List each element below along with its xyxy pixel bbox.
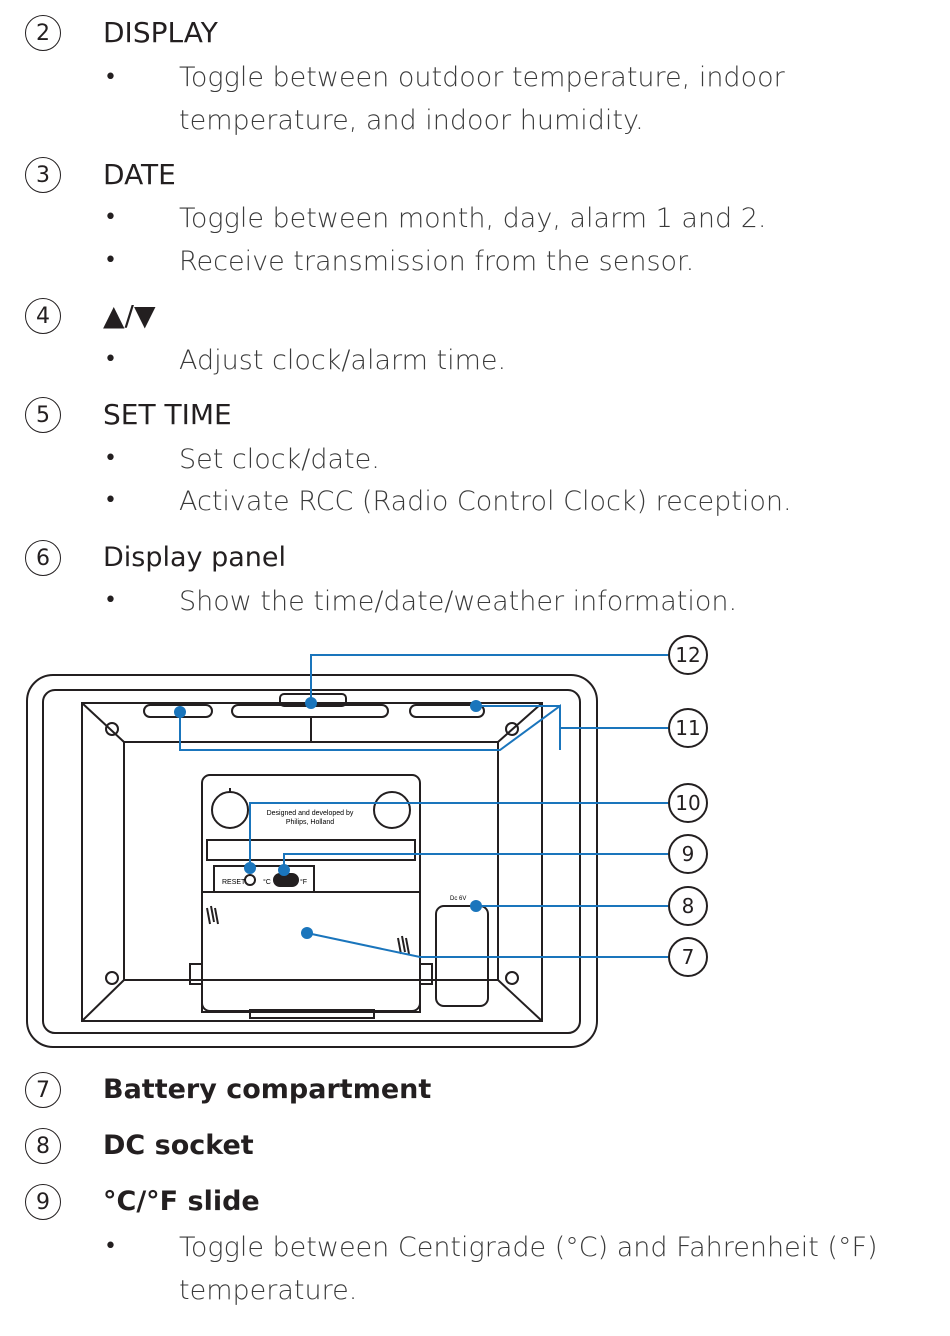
- bullet-text: Set clock/date.: [179, 444, 380, 475]
- bullet-mark: •: [104, 205, 117, 230]
- item-title: DISPLAY: [103, 16, 218, 49]
- bullet-text: Activate RCC (Radio Control Clock) recep…: [179, 486, 792, 517]
- device-rear-diagram: Designed and developed by Philips, Holla…: [26, 635, 708, 1048]
- leader-11a: [179, 704, 561, 751]
- grip-left: [206, 905, 219, 925]
- item-title: DC socket: [103, 1130, 254, 1161]
- hang-hole-left: [211, 788, 250, 829]
- bullet-text: Toggle between month, day, alarm 1 and 2…: [179, 203, 767, 234]
- battery-cover: [201, 891, 421, 1013]
- leader-12: [310, 654, 668, 703]
- callout-label-9: 9: [682, 842, 695, 866]
- bullet-mark: •: [104, 248, 117, 273]
- item-title: Display panel: [103, 542, 287, 573]
- bullet-mark: •: [104, 1234, 117, 1259]
- bullet-mark: •: [104, 446, 117, 471]
- bullet-mark: •: [104, 588, 117, 613]
- callout-label-7: 7: [682, 945, 695, 969]
- bullet-mark: •: [104, 65, 117, 90]
- bullet-text: Toggle between Centigrade (°C) and Fahre…: [179, 1232, 878, 1306]
- item-number: 4: [25, 298, 61, 334]
- celsius-label: °C: [263, 878, 271, 886]
- item-title: Battery compartment: [103, 1074, 432, 1105]
- item-number: 2: [25, 15, 61, 51]
- bullet-mark: •: [104, 488, 117, 513]
- label-strip: [206, 839, 416, 861]
- item-number: 6: [25, 540, 61, 576]
- item-title: ▲/▼: [103, 299, 156, 332]
- dc-label: Dc 6V: [450, 896, 466, 902]
- callout-dot: [278, 864, 290, 876]
- item-number: 7: [25, 1072, 61, 1108]
- item-number: 5: [25, 397, 61, 433]
- top-button-right: [409, 704, 485, 718]
- callout-dot: [470, 900, 482, 912]
- callout-leaders: [179, 654, 668, 958]
- callout-dot: [305, 697, 317, 709]
- reset-label: RESET: [222, 879, 246, 886]
- bullet-text: Toggle between outdoor temperature, indo…: [179, 62, 785, 136]
- item-title: DATE: [103, 158, 176, 191]
- item-number: 3: [25, 157, 61, 193]
- callout-dot: [244, 862, 256, 874]
- leader-10: [249, 802, 668, 868]
- item-number: 8: [25, 1128, 61, 1164]
- bullet-text: Receive transmission from the sensor.: [179, 246, 695, 277]
- item-title: °C/°F slide: [103, 1186, 260, 1217]
- callout-label-8: 8: [682, 894, 695, 918]
- callout-dot: [301, 927, 313, 939]
- hang-hole-right: [373, 791, 412, 829]
- callout-label-12: 12: [675, 643, 700, 667]
- fahrenheit-label: °F: [300, 878, 307, 886]
- bullet-mark: •: [104, 347, 117, 372]
- item-title: SET TIME: [103, 398, 232, 431]
- bullet-text: Show the time/date/weather information.: [179, 586, 738, 617]
- designed-label: Designed and developed by: [267, 810, 354, 817]
- callout-dot: [470, 700, 482, 712]
- callout-dot: [174, 706, 186, 718]
- callout-label-11: 11: [675, 716, 700, 740]
- bullet-text: Adjust clock/alarm time.: [179, 345, 507, 376]
- leader-9: [283, 853, 668, 870]
- grip-right: [397, 935, 410, 955]
- leader-11b: [476, 705, 668, 729]
- company-label: Philips, Holland: [286, 819, 334, 826]
- callout-label-10: 10: [675, 791, 700, 815]
- leader-7: [306, 932, 668, 958]
- item-number: 9: [25, 1184, 61, 1220]
